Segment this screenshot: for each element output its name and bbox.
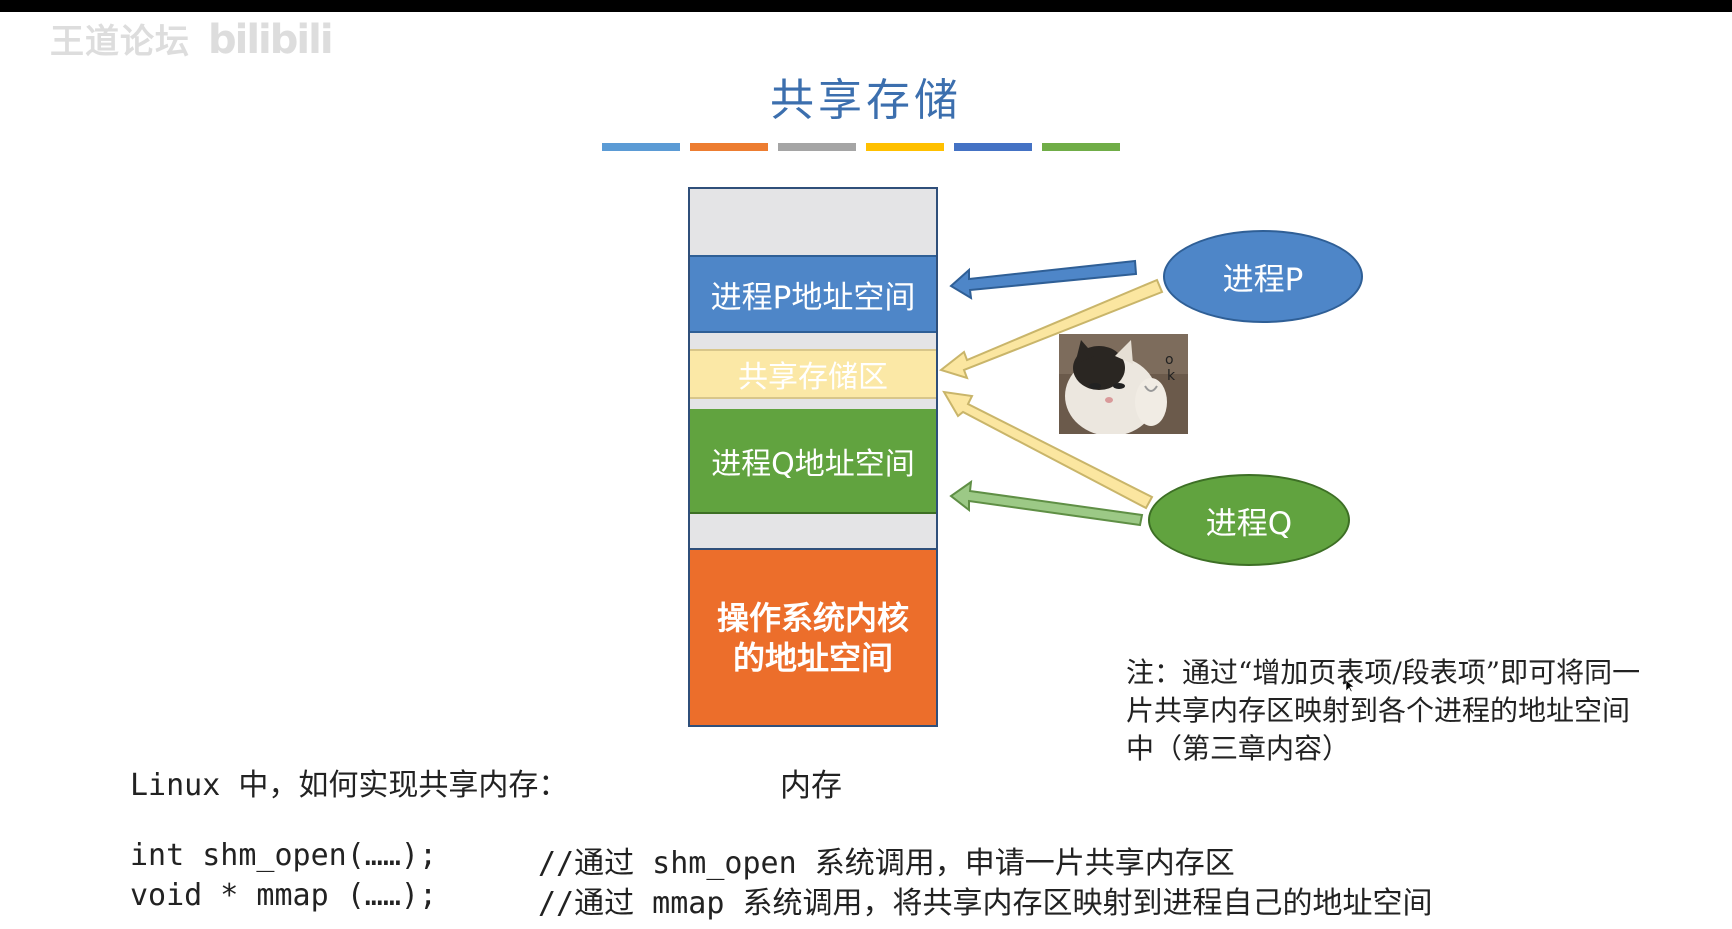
mapping-note: 注：通过“增加页表项/段表项”即可将同一片共享内存区映射到各个进程的地址空间中（…: [1126, 656, 1641, 765]
memory-free-gap-2: [690, 399, 936, 409]
title-bar-1: [602, 143, 680, 151]
memory-process-q-space: 进程Q地址空间: [690, 409, 936, 514]
bilibili-logo: bilibili: [208, 17, 334, 63]
mapping-arrows: [938, 259, 1164, 527]
code-comment-mmap: //通过 mmap 系统调用，将共享内存区映射到进程自己的地址空间: [538, 886, 1433, 921]
title-bar-4: [866, 143, 944, 151]
title-bar-5: [954, 143, 1032, 151]
slide-title: 共享存储: [770, 75, 962, 126]
title-underline-bars: [602, 143, 1120, 151]
code-line-mmap: void * mmap (……);: [130, 878, 438, 913]
memory-free-top: [690, 189, 936, 255]
title-bar-6: [1042, 143, 1120, 151]
memory-kernel-space: 操作系统内核 的地址空间: [690, 548, 936, 725]
arrow-p-to-shared: [938, 278, 1164, 380]
arrow-q-to-q-space: [949, 479, 1144, 527]
mouse-cursor-icon: [1346, 680, 1354, 692]
watermark: 王道论坛 bilibili: [50, 14, 334, 63]
code-line-shm-open: int shm_open(……);: [130, 838, 438, 873]
watermark-text: 王道论坛: [50, 22, 190, 62]
process-p-ellipse: 进程P: [1163, 230, 1363, 323]
svg-text:k: k: [1167, 368, 1176, 384]
memory-shared-region: 共享存储区: [690, 349, 936, 399]
arrow-p-to-p-space: [949, 259, 1138, 300]
kernel-label-line-2: 的地址空间: [732, 638, 893, 677]
memory-diagram: 进程P地址空间 共享存储区 进程Q地址空间 操作系统内核 的地址空间: [688, 187, 938, 727]
memory-free-gap-3: [690, 514, 936, 548]
cat-ok-sticker-icon: o k: [1059, 334, 1188, 434]
title-bar-2: [690, 143, 768, 151]
process-q-ellipse: 进程Q: [1148, 474, 1350, 566]
arrow-q-to-shared: [942, 390, 1154, 510]
code-comment-shm-open: //通过 shm_open 系统调用，申请一片共享内存区: [538, 846, 1235, 881]
svg-text:o: o: [1165, 352, 1174, 368]
slide: 王道论坛 bilibili 共享存储 进程P地址空间 共享存储区 进程Q地址空间 …: [0, 12, 1732, 929]
kernel-label-line-1: 操作系统内核: [716, 598, 909, 637]
memory-label: 内存: [780, 768, 842, 804]
title-bar-3: [778, 143, 856, 151]
memory-free-gap-1: [690, 333, 936, 349]
memory-process-p-space: 进程P地址空间: [690, 255, 936, 333]
linux-question: Linux 中，如何实现共享内存：: [130, 768, 569, 803]
